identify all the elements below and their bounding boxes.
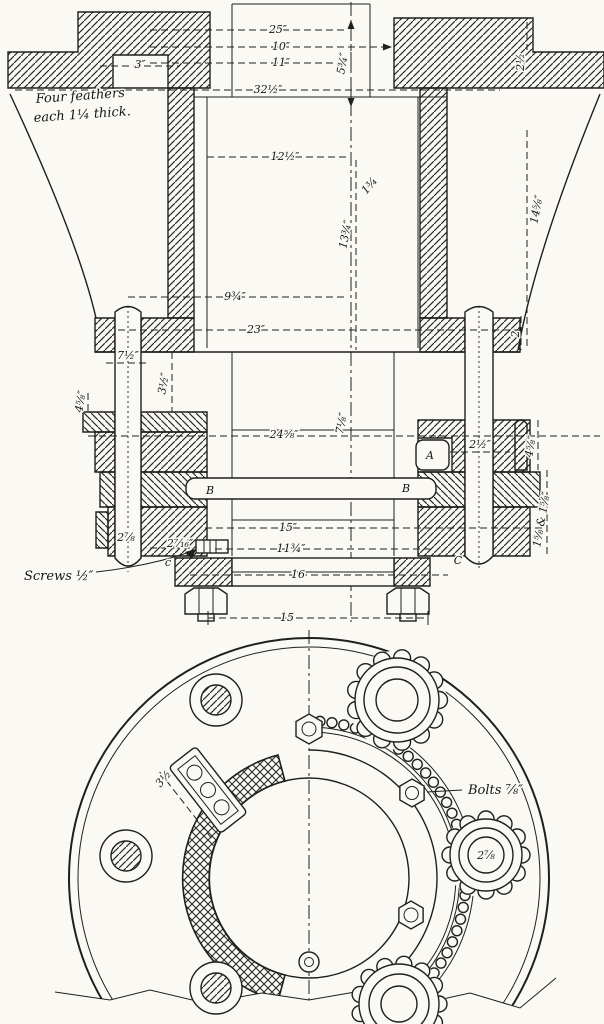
label-dim-2half-bolt: 2½″	[468, 438, 492, 451]
label-dim-3half: 3½″	[155, 371, 172, 396]
ring-gear-tooth	[440, 796, 453, 809]
left-ring-stack-section	[82, 411, 208, 557]
ring-gear-tooth	[454, 913, 467, 925]
ring-gear-tooth	[446, 936, 459, 948]
label-dim-7-18: 7⅛″	[333, 411, 350, 436]
plan-outer-circle	[68, 637, 550, 1024]
base-nut-right	[386, 587, 430, 622]
label-dim-14-58: 14⅝″	[527, 193, 545, 225]
label-dim-23: 23″	[246, 323, 266, 336]
ring-gear-tooth	[446, 807, 458, 819]
feather-key-block	[159, 747, 247, 842]
label-dim-2half-top-right: 2½	[514, 53, 527, 72]
label-dim-2-78-left: 2⅞	[116, 531, 135, 544]
label-dim-wall-1-34: 1¾	[359, 175, 380, 197]
pinion-top	[347, 649, 449, 751]
label-note-screws: Screws ½″	[24, 569, 94, 584]
right-ring-stack-section	[417, 419, 541, 557]
hex-bolt-right-upper	[399, 778, 425, 808]
hex-bolt-top-center	[295, 713, 323, 745]
ring-gear-tooth	[427, 776, 440, 788]
label-dim-15-a: 15″	[279, 521, 298, 534]
hex-bolts	[295, 713, 425, 930]
label-dim-4-58-right: 4⅝″	[522, 434, 539, 460]
label-dim-2-78-gear: 2⅞	[476, 849, 495, 862]
label-dim-11: 11″	[272, 56, 291, 69]
label-note-bolts: Bolts ⅞″	[467, 783, 523, 798]
plan-view	[40, 630, 580, 1024]
break-line	[54, 977, 557, 1009]
ring-gear-tooth	[402, 750, 414, 763]
label-dim-notch: 3″	[134, 58, 146, 71]
ring-gear-tooth	[419, 767, 432, 779]
bolt-hole-bottom-left	[189, 961, 243, 1015]
label-note-feathers-2: each 1¼ thick.	[33, 104, 131, 126]
pocket-A	[415, 439, 450, 471]
break-fill	[40, 978, 580, 1024]
bolt-hole-top-left	[189, 673, 243, 727]
left-casting-section	[7, 11, 211, 353]
base-nut-left	[184, 587, 228, 622]
shaft-top	[231, 3, 371, 97]
plan-rim-circle	[77, 646, 541, 1024]
label-dim-12half: 12½″	[271, 150, 301, 163]
label-dim-5-34: 5¾″	[334, 51, 351, 76]
label-dim-10: 10″	[272, 40, 291, 53]
left-outer-curve	[9, 93, 97, 319]
label-note-feathers-1: Four feathers	[34, 86, 125, 107]
label-dim-7half-bolt: 7½″	[117, 349, 140, 362]
ring-gear-tooth	[411, 758, 423, 771]
label-label-c-left: c	[165, 556, 171, 569]
label-label-C-right: C	[454, 554, 463, 567]
right-outer-curve	[517, 93, 601, 351]
gib-bar-B	[185, 477, 437, 500]
ring-gear-tooth	[338, 719, 350, 731]
base-flange	[174, 557, 431, 587]
right-lip	[514, 419, 528, 471]
bolts-leader	[426, 789, 463, 793]
right-bolt	[464, 305, 494, 570]
ring-gear-tooth	[435, 957, 447, 969]
central-cylinder	[95, 96, 520, 556]
label-label-A: A	[425, 449, 434, 462]
hex-bolt-right-lower	[398, 900, 424, 930]
label-label-B-left: B	[205, 484, 214, 497]
bolt-hole-left	[99, 829, 153, 883]
pinion-bottom	[351, 955, 448, 1024]
ring-gear-tooth	[441, 946, 453, 959]
label-dim-32half: 32½″	[254, 83, 284, 96]
center-clip	[298, 951, 320, 973]
pinion-right	[441, 810, 531, 900]
right-casting-section	[393, 17, 604, 353]
label-dim-4-58-left: 4⅝″	[72, 389, 89, 415]
label-dim-11-34: 11¾″	[277, 542, 307, 555]
elevation-view	[7, 2, 604, 625]
dimension-lines	[15, 20, 600, 625]
ring-gear-tooth	[451, 924, 463, 937]
screws-leader	[95, 550, 194, 573]
ring-gear-tooth	[434, 786, 447, 798]
label-dim-24-58: 24⅝″	[269, 428, 300, 441]
label-dim-15-b: 15	[280, 611, 294, 624]
ring-gear-tooth	[457, 901, 469, 914]
pinion-gears	[347, 649, 531, 1024]
ring-gear-tooth	[326, 716, 338, 729]
set-screw	[95, 539, 229, 573]
label-label-B-right: B	[401, 482, 410, 495]
label-dim-2-716: 2⁷⁄₁₆″	[166, 537, 194, 550]
label-dim-25: 25″	[268, 23, 288, 36]
label-dim-16: 16	[291, 568, 305, 581]
label-dim-13-34: 13¾″	[336, 218, 354, 250]
label-dim-2-right: 2	[509, 331, 522, 339]
label-dim-9-34: 9¾″	[224, 290, 247, 303]
